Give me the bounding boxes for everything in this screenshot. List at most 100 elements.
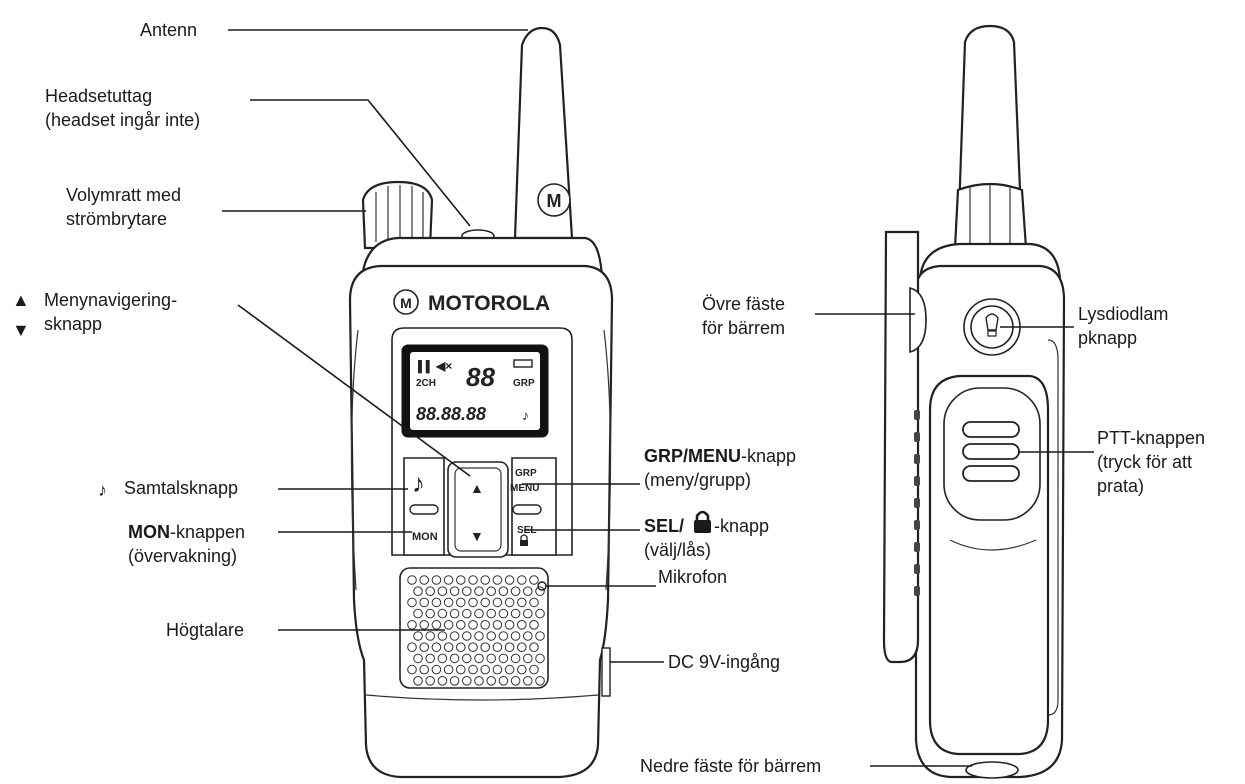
label-sel-2: (välj/lås) [644, 540, 711, 560]
grille-hole [413, 676, 423, 686]
grille-hole [523, 653, 533, 664]
grille-hole [468, 664, 478, 675]
label-nedre: Nedre fäste för bärrem [640, 756, 821, 776]
padlock-icon [694, 510, 711, 533]
side-grip-bump [914, 454, 920, 464]
grille-hole [449, 631, 460, 641]
grille-hole [456, 575, 466, 585]
grille-hole [529, 575, 539, 585]
side-radio [882, 24, 1066, 779]
nav-pad[interactable] [447, 461, 509, 558]
lcd-note: ♪ [522, 407, 529, 423]
grille-hole [498, 586, 509, 597]
grille-hole [535, 676, 545, 686]
lcd-mute: ◀× [435, 359, 452, 373]
grille-hole [486, 586, 497, 597]
grille-hole [535, 653, 545, 664]
grille-hole [443, 575, 454, 585]
side-grip-bump [914, 564, 920, 574]
grille-hole [486, 631, 497, 641]
grille-hole [492, 642, 503, 653]
grille-hole [517, 597, 527, 608]
grille-hole [468, 642, 478, 653]
grille-hole [517, 664, 527, 675]
grille-hole [419, 664, 430, 675]
grille-hole [456, 597, 466, 608]
label-meny-1: Menynavigering- [44, 290, 177, 310]
dc-port [601, 647, 611, 697]
grille-hole [456, 642, 466, 653]
nav-up-button[interactable]: ▲ [470, 480, 484, 496]
label-meny-2: sknapp [44, 314, 102, 334]
grille-hole [443, 620, 454, 630]
label-samtal: Samtalsknapp [124, 478, 238, 498]
nav-down-button[interactable]: ▼ [470, 528, 484, 544]
grille-hole [443, 597, 454, 608]
label-hogtalare: Högtalare [166, 620, 244, 640]
label-mon: MON-knappen [128, 522, 245, 542]
label-ptt-3: prata) [1097, 476, 1144, 496]
grille-hole [425, 631, 436, 641]
grille-hole [517, 642, 527, 653]
grille-hole [529, 642, 539, 653]
grille-hole [492, 597, 503, 608]
grille-hole [449, 653, 460, 664]
grille-hole [492, 664, 503, 675]
grille-hole [529, 597, 539, 608]
grille-hole [443, 642, 454, 653]
lock-icon [520, 540, 528, 546]
grille-hole [529, 620, 539, 630]
grille-hole [468, 597, 478, 608]
grille-hole [413, 631, 423, 641]
grille-hole [468, 620, 478, 630]
label-headset-1: Headsetuttag [45, 86, 152, 106]
grille-hole [437, 676, 448, 686]
grille-hole [474, 586, 484, 597]
front-radio: M M MOTOROLA ▌▌ ◀× 2CH 88 GRP 88.88.88 [348, 26, 614, 779]
arrow-up-icon: ▲ [12, 290, 30, 310]
menu-button[interactable]: MENU [510, 483, 539, 494]
grille-hole [486, 653, 497, 664]
upper-strap-mount [909, 286, 927, 354]
grille-hole [437, 586, 448, 597]
label-ptt-1: PTT-knappen [1097, 428, 1205, 448]
leader-lines [222, 29, 1094, 767]
lcd-digits: 88 [466, 362, 495, 392]
grille-hole [510, 608, 521, 619]
grille-hole [498, 631, 509, 641]
music-note-icon: ♪ [98, 480, 107, 500]
grille-hole [437, 608, 448, 619]
grille-hole [449, 676, 460, 686]
grille-hole [462, 631, 472, 641]
grille-hole [431, 575, 442, 585]
grille-hole [413, 653, 423, 664]
grille-hole [431, 642, 442, 653]
grille-hole [480, 597, 491, 608]
label-headset-2: (headset ingår inte) [45, 110, 200, 130]
grille-hole [486, 676, 497, 686]
side-grip-bump [914, 476, 920, 486]
grille-hole [462, 586, 472, 597]
grille-hole [407, 620, 417, 630]
grille-hole [504, 597, 515, 608]
grille-hole [504, 575, 515, 585]
mon-button[interactable]: MON [412, 531, 438, 543]
grille-hole [449, 608, 460, 619]
call-button[interactable]: ♪ [412, 468, 425, 498]
grille-hole [504, 620, 515, 630]
grille-hole [462, 608, 472, 619]
side-grip-bump [914, 542, 920, 552]
grille-hole [523, 676, 533, 686]
side-grip-bump [914, 498, 920, 508]
grille-hole [535, 586, 545, 597]
grille-hole [498, 653, 509, 664]
grille-hole [407, 597, 417, 608]
grille-hole [443, 664, 454, 675]
grille-hole [474, 676, 484, 686]
arrow-down-icon: ▼ [12, 320, 30, 340]
grille-hole [523, 631, 533, 641]
grille-hole [480, 575, 491, 585]
grille-hole [504, 664, 515, 675]
grille-hole [510, 653, 521, 664]
